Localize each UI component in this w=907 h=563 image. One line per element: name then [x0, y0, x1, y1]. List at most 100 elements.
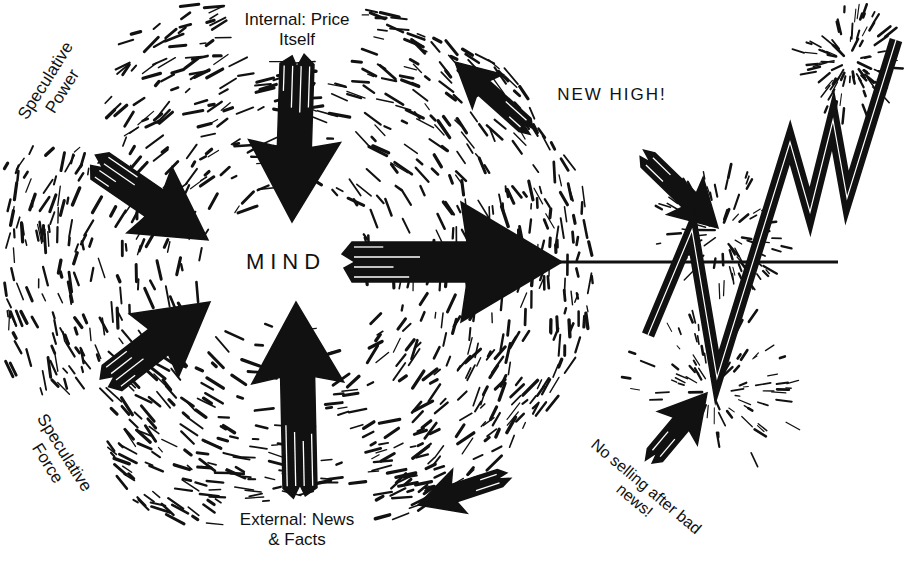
hatch-stroke: [485, 165, 490, 173]
hatch-stroke: [741, 350, 747, 360]
woodcut-streak: [354, 256, 420, 257]
hatch-stroke: [368, 470, 378, 472]
woodcut-streak: [476, 483, 499, 491]
hatch-stroke: [559, 359, 562, 367]
hatch-stroke: [742, 416, 753, 426]
hatch-stroke: [198, 399, 215, 407]
hatch-stroke: [138, 443, 151, 449]
hatch-stroke: [438, 121, 450, 138]
callout-label: No selling after bad news!: [575, 435, 706, 553]
hatch-stroke: [177, 258, 181, 275]
hatch-stroke: [82, 367, 83, 372]
hatch-stroke: [124, 474, 134, 481]
hatch-stroke: [188, 507, 198, 515]
hatch-stroke: [516, 414, 523, 422]
hatch-stroke: [385, 428, 398, 437]
hatch-stroke: [206, 149, 211, 154]
hatch-stroke: [787, 380, 799, 383]
hatch-stroke: [549, 320, 553, 332]
hatch-stroke: [841, 73, 844, 80]
hatch-stroke: [29, 146, 33, 154]
hatch-stroke: [63, 368, 67, 372]
hatch-stroke: [772, 237, 781, 239]
hatch-stroke: [143, 119, 148, 121]
hatch-stroke: [707, 405, 708, 417]
hatch-stroke: [406, 340, 414, 350]
hatch-stroke: [347, 94, 361, 98]
hatch-stroke: [715, 185, 717, 197]
hatch-stroke: [199, 248, 201, 260]
hatch-stroke: [735, 240, 742, 244]
hatch-stroke: [15, 341, 22, 353]
hatch-stroke: [493, 413, 500, 425]
hatch-stroke: [242, 192, 253, 203]
hatch-stroke: [55, 353, 58, 371]
hatch-stroke: [537, 380, 541, 389]
hatch-stroke: [144, 37, 158, 52]
hatch-stroke: [188, 418, 202, 429]
hatch-stroke: [43, 267, 48, 285]
hatch-stroke: [90, 328, 91, 341]
hatch-stroke: [402, 190, 411, 205]
hatch-stroke: [245, 497, 263, 498]
hatch-stroke: [63, 332, 65, 341]
hatch-stroke: [768, 374, 778, 376]
hatch-stroke: [16, 158, 24, 169]
hatch-stroke: [58, 294, 62, 303]
hatch-stroke: [248, 478, 255, 480]
hatch-stroke: [573, 215, 575, 223]
force-label: Speculative Power: [11, 33, 97, 139]
hatch-stroke: [667, 323, 672, 331]
hatch-stroke: [342, 389, 357, 391]
hatch-stroke: [321, 459, 332, 462]
hatch-stroke: [38, 279, 40, 288]
hatch-stroke: [692, 311, 695, 323]
hatch-stroke: [351, 425, 363, 429]
hatch-stroke: [30, 194, 35, 210]
hatch-stroke: [429, 384, 440, 401]
woodcut-streak: [354, 266, 393, 267]
hatch-stroke: [408, 490, 414, 492]
hatch-stroke: [533, 125, 537, 133]
hatch-stroke: [679, 328, 681, 334]
hatch-stroke: [111, 302, 113, 322]
hatch-stroke: [363, 69, 376, 76]
hatch-stroke: [872, 12, 874, 17]
hatch-stroke: [224, 108, 233, 111]
hatch-stroke: [100, 318, 107, 332]
hatch-stroke: [447, 295, 455, 312]
hatch-stroke: [203, 440, 221, 448]
hatch-stroke: [153, 492, 160, 498]
hatch-stroke: [65, 155, 74, 171]
hatch-stroke: [457, 119, 466, 133]
hatch-stroke: [719, 284, 721, 299]
hatch-stroke: [499, 194, 502, 210]
hatch-stroke: [233, 457, 249, 460]
hatch-stroke: [863, 70, 869, 73]
hatch-stroke: [411, 39, 422, 46]
hatch-stroke: [400, 76, 413, 79]
hatch-stroke: [857, 4, 859, 18]
hatch-stroke: [699, 229, 715, 232]
hatch-stroke: [66, 342, 75, 356]
hatch-stroke: [468, 468, 474, 475]
hatch-stroke: [356, 132, 370, 147]
hatch-stroke: [212, 120, 218, 123]
hatch-stroke: [698, 225, 706, 227]
hatch-stroke: [75, 328, 77, 334]
hatch-stroke: [17, 217, 20, 228]
hatch-stroke: [117, 276, 120, 282]
hatch-stroke: [487, 350, 495, 360]
hatch-stroke: [362, 14, 368, 15]
hatch-stroke: [462, 180, 464, 195]
hatch-stroke: [80, 348, 84, 356]
hatch-stroke: [748, 408, 752, 411]
hatch-stroke: [157, 364, 169, 371]
hatch-stroke: [492, 446, 501, 451]
hatch-stroke: [6, 361, 13, 376]
hatch-stroke: [81, 235, 86, 244]
hatch-stroke: [115, 105, 127, 115]
hatch-stroke: [135, 412, 142, 418]
hatch-stroke: [327, 137, 333, 140]
